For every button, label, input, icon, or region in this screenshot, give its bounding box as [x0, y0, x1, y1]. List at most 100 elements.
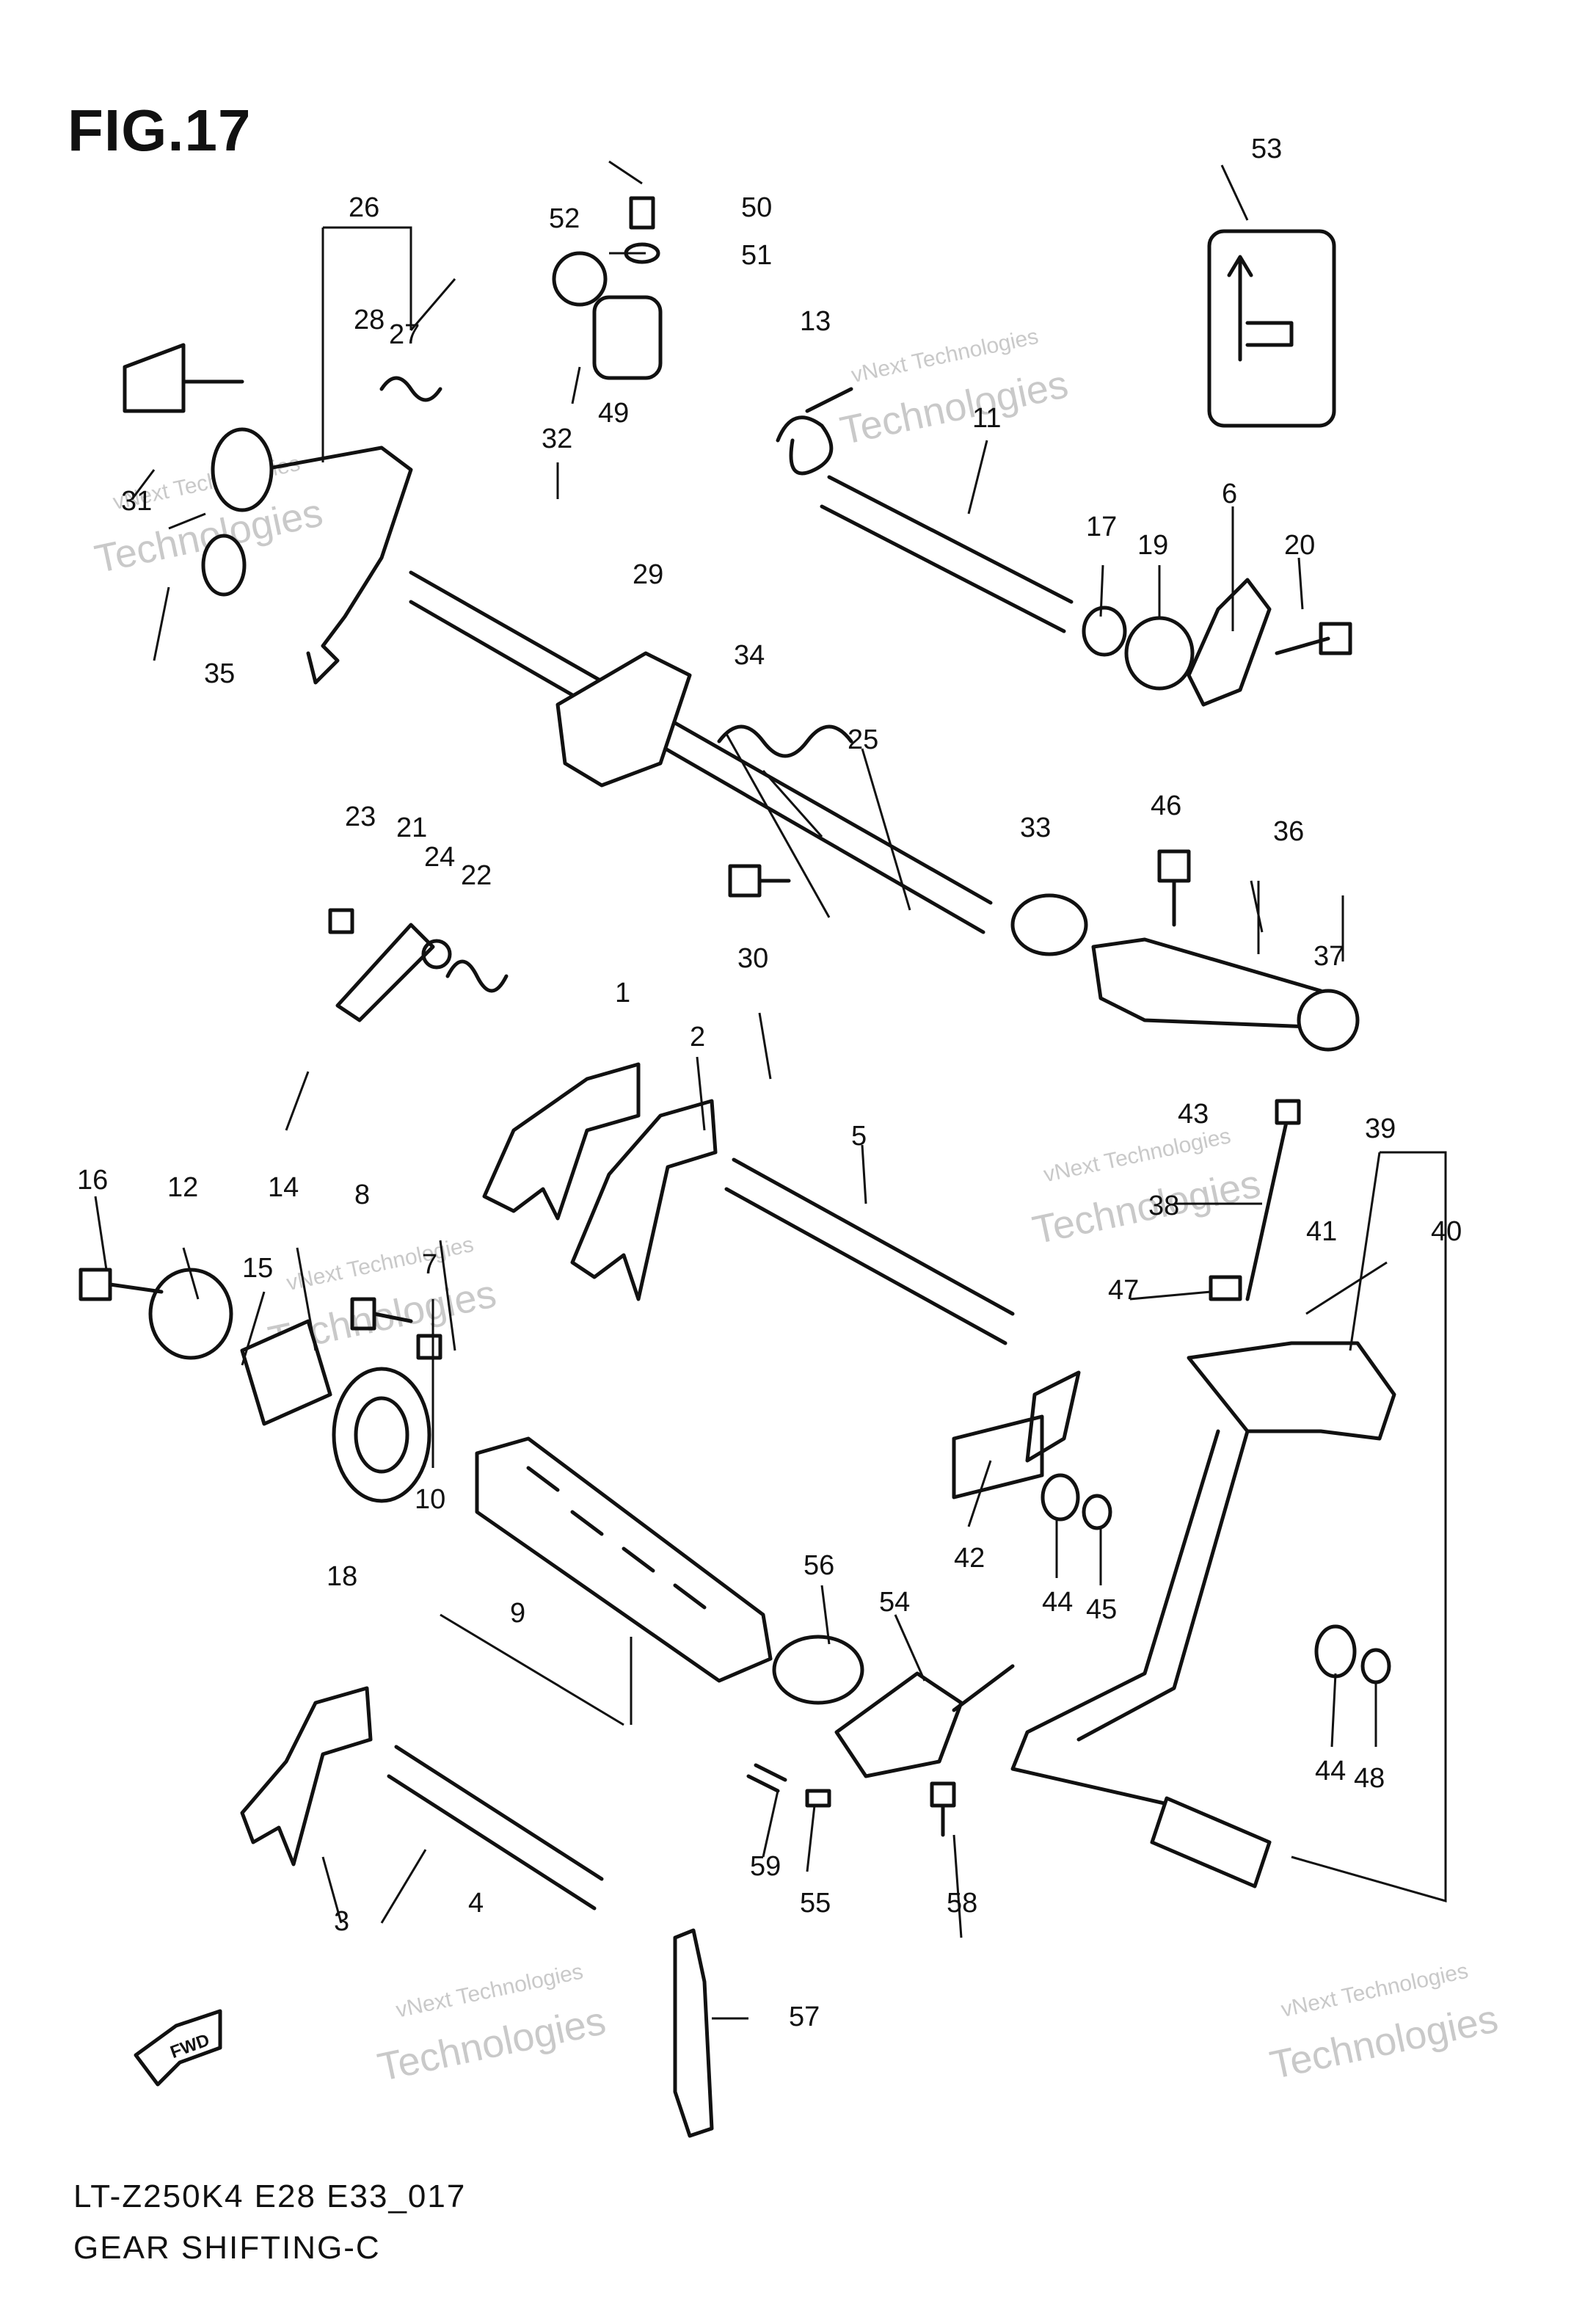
- lever-pivot-39: [1187, 1341, 1396, 1441]
- callout: 42: [954, 1543, 985, 1574]
- washer-44b: [1314, 1624, 1357, 1679]
- bearing-inner: [354, 1396, 409, 1474]
- bushing-part: [211, 427, 274, 512]
- callout: 43: [1178, 1099, 1209, 1130]
- callout: 19: [1137, 530, 1168, 561]
- return-spring-34: [717, 724, 853, 758]
- callout: 24: [424, 842, 455, 873]
- link-arm-37: [1091, 937, 1330, 1030]
- pin-55: [805, 1789, 831, 1808]
- fwd-arrow-shape: [134, 2009, 222, 2087]
- arm-6: [1187, 578, 1272, 707]
- bolt-31: [123, 343, 244, 413]
- callout: 50: [741, 192, 772, 223]
- callout: 45: [1086, 1594, 1117, 1625]
- shift-fork-3: [240, 1686, 373, 1866]
- callout: 1: [615, 978, 630, 1008]
- fwd-arrow-icon: FWD: [134, 2009, 222, 2087]
- callout: 44: [1042, 1587, 1073, 1618]
- callout: 51: [741, 240, 772, 271]
- gearshift-lever: [952, 1341, 1396, 1889]
- callout: 23: [345, 801, 376, 832]
- callout: 47: [1108, 1275, 1139, 1306]
- bolt-23: [328, 908, 354, 934]
- callout: 4: [468, 1888, 484, 1919]
- callout: 37: [1313, 941, 1344, 972]
- shift-arm-assembly: [123, 343, 442, 685]
- fork-shaft-4: [387, 1745, 604, 1911]
- plug-49: [592, 295, 663, 380]
- shift-fork-2: [570, 1099, 718, 1301]
- callout: 44: [1315, 1756, 1346, 1786]
- callout: 29: [633, 559, 663, 590]
- callout: 25: [848, 724, 878, 755]
- callout: 26: [349, 192, 379, 223]
- pin-30: [728, 864, 791, 898]
- footer-section-name: GEAR SHIFTING-C: [73, 2230, 381, 2266]
- spring-27: [379, 376, 442, 402]
- bolt-8: [350, 1297, 413, 1331]
- callout-numbers: 1 2 3 4 5 6 7 8 9 10 11 12 13 14 15 16 1…: [77, 134, 1462, 2032]
- callout: 58: [947, 1888, 977, 1919]
- seal-33: [1010, 893, 1088, 956]
- callout: 57: [789, 2002, 820, 2032]
- callout: 35: [204, 658, 235, 689]
- callout: 18: [327, 1561, 357, 1592]
- callout: 48: [1354, 1763, 1385, 1794]
- callout: 20: [1284, 530, 1315, 561]
- callout: 6: [1222, 479, 1237, 509]
- gear-position-switch: [746, 1635, 1015, 1837]
- bearing-19: [1124, 616, 1195, 691]
- stopper-arm-21: [335, 923, 435, 1022]
- label-plate-53: [1207, 229, 1336, 428]
- washer-35: [201, 534, 247, 597]
- shaft-line-top: [409, 570, 993, 905]
- callout: 12: [167, 1172, 198, 1203]
- nut-47: [1209, 1275, 1242, 1301]
- callout: 2: [690, 1022, 705, 1053]
- callout: 39: [1365, 1113, 1396, 1144]
- bolt-16: [79, 1268, 164, 1301]
- shift-fork-1: [482, 1062, 641, 1221]
- footer-model-code: LT-Z250K4 E28 E33_017: [73, 2178, 467, 2214]
- callout: 56: [804, 1550, 834, 1581]
- callout: 10: [415, 1484, 445, 1515]
- switch-wire: [952, 1664, 1015, 1712]
- washer-17: [1082, 606, 1127, 657]
- callout: 22: [461, 860, 492, 891]
- callout: 34: [734, 640, 765, 671]
- callout: 15: [242, 1253, 273, 1284]
- shift-arrow-icon: [1227, 255, 1294, 362]
- fork-shaft-5: [724, 1157, 1015, 1345]
- callout: 11: [972, 403, 1001, 434]
- callout: 46: [1151, 790, 1181, 821]
- shift-pattern-label: [1207, 229, 1336, 428]
- callout: 30: [737, 943, 768, 974]
- callout: 53: [1251, 134, 1282, 164]
- pin-7: [416, 1334, 442, 1360]
- spring-22: [445, 959, 509, 993]
- gearshift-shaft: [409, 570, 1088, 956]
- callout: 31: [121, 486, 152, 517]
- callout: 40: [1431, 1216, 1462, 1247]
- screw-58: [930, 1781, 956, 1837]
- linkage-assembly: [1091, 849, 1360, 1301]
- callout: 28: [354, 305, 385, 335]
- shift-arm-part: [218, 446, 413, 685]
- clamp-57: [673, 1928, 714, 2138]
- callout: 13: [800, 306, 831, 337]
- bolt-46: [1157, 849, 1191, 927]
- callout: 14: [268, 1172, 299, 1203]
- leader-lines: [94, 160, 1447, 2020]
- o-ring-56: [772, 1635, 864, 1705]
- shift-forks: [240, 1062, 1015, 1911]
- cam-drum-9: [475, 1436, 773, 1683]
- bolt-50: [629, 196, 655, 230]
- shift-cam-29: [555, 651, 692, 788]
- callout: 27: [389, 319, 420, 350]
- spring-59: [746, 1763, 787, 1793]
- callout: 55: [800, 1888, 831, 1919]
- shift-cam-drum: [79, 1268, 773, 1683]
- ball-joint: [1297, 989, 1360, 1052]
